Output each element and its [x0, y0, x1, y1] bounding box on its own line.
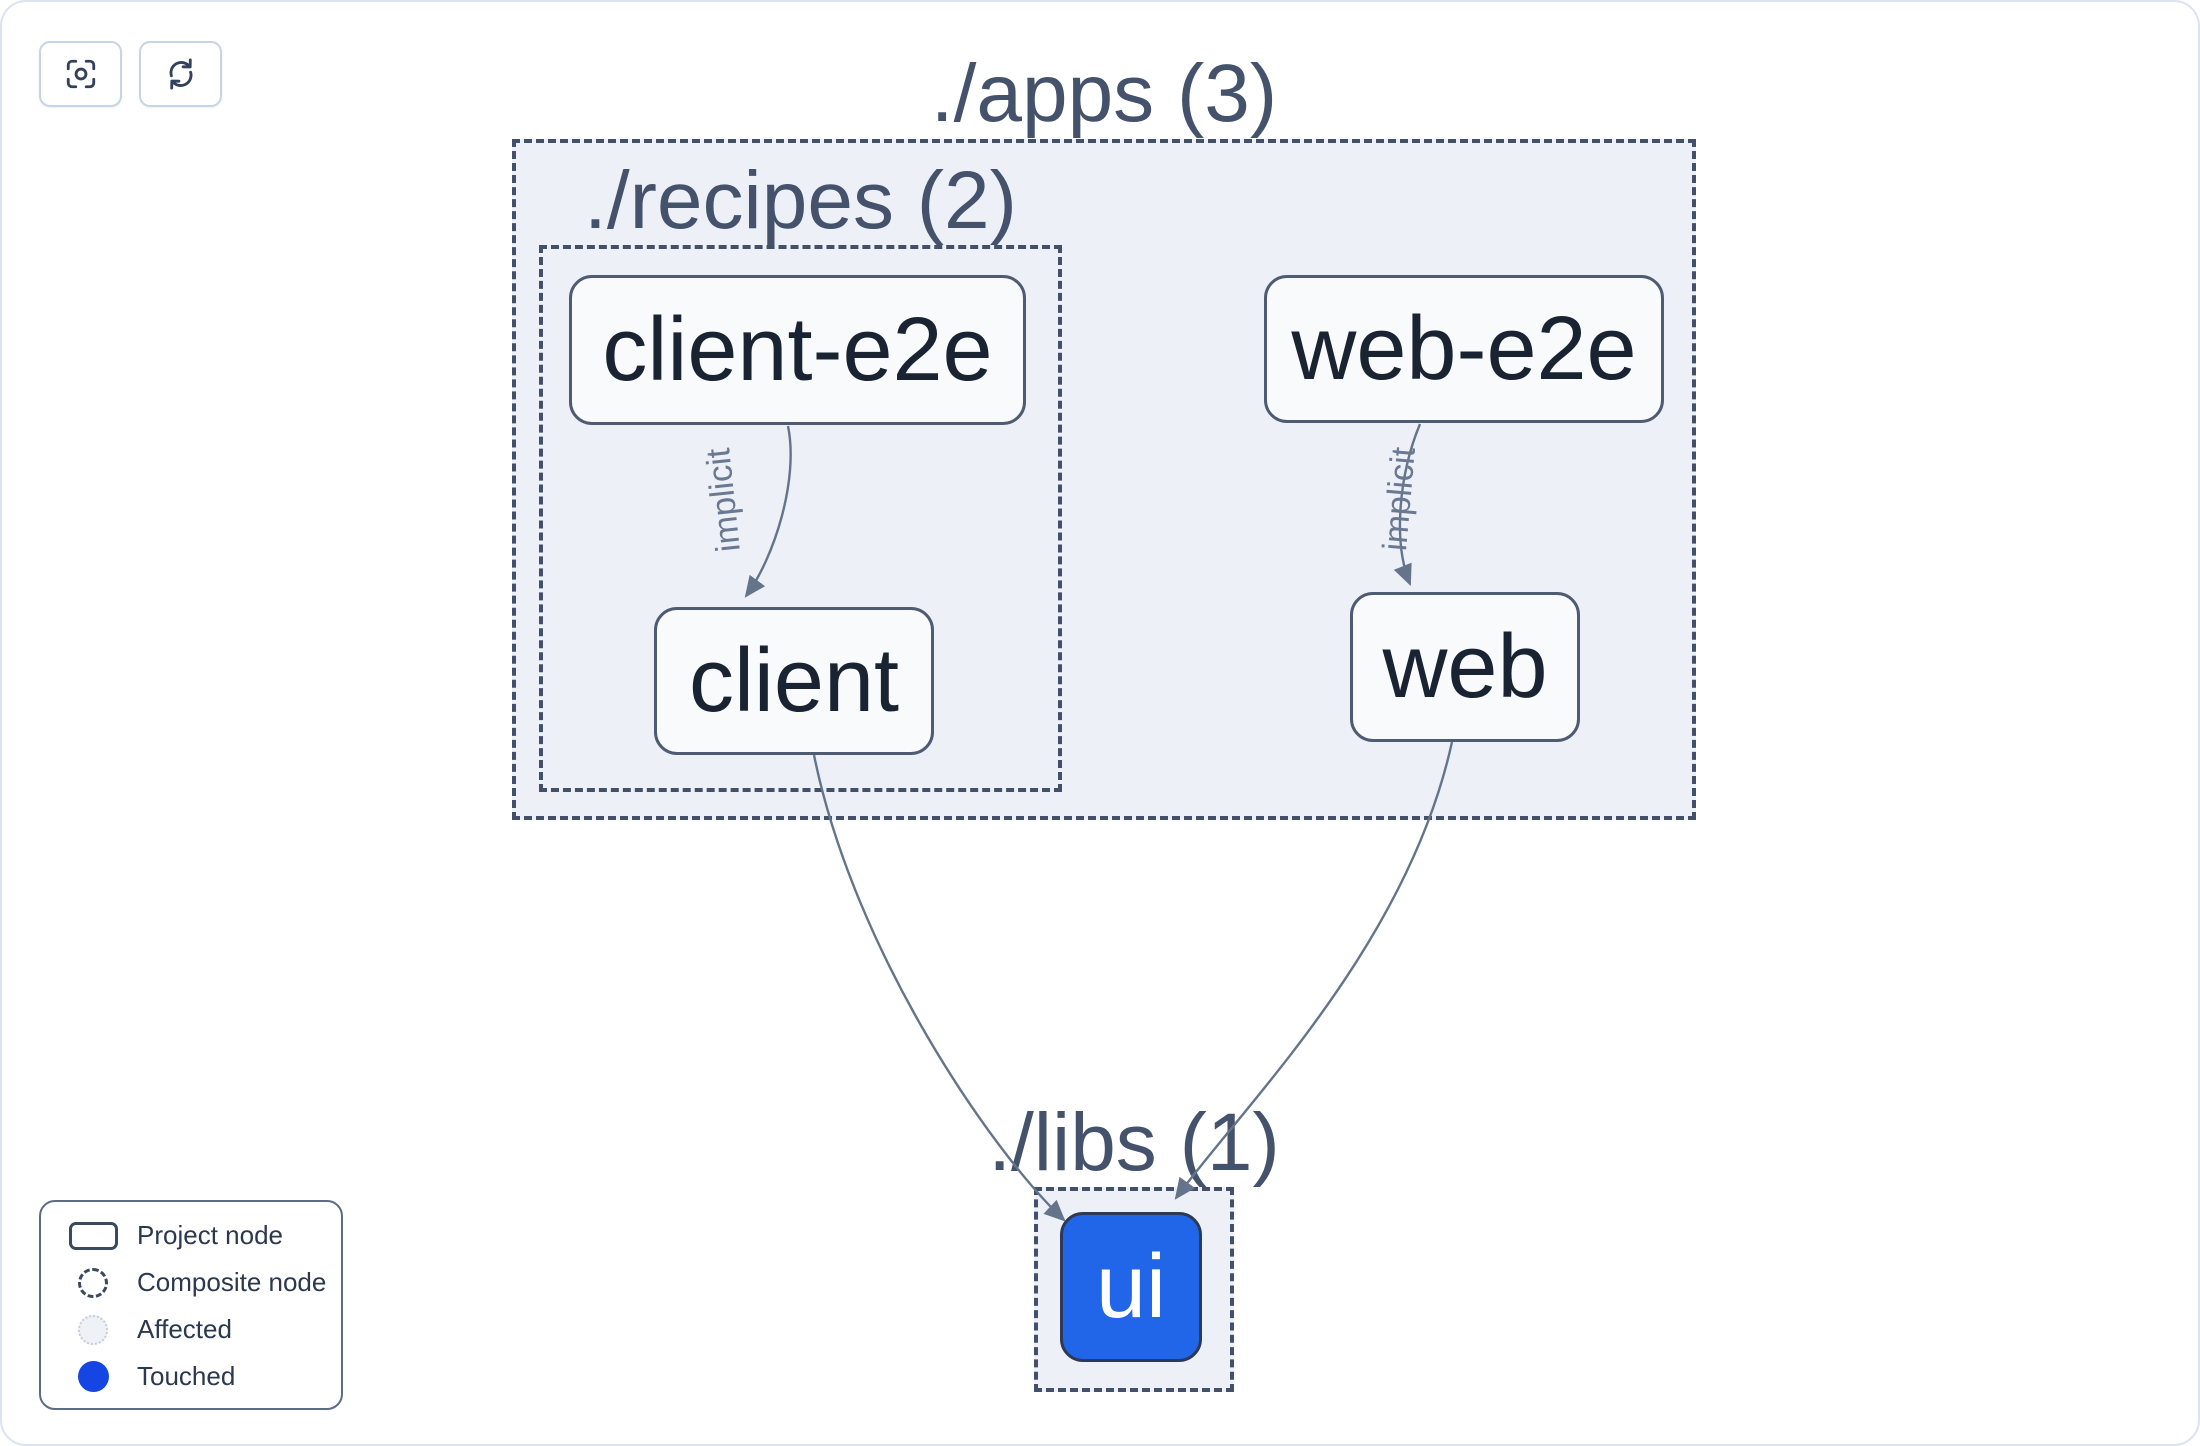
refresh-graph-button[interactable]: [139, 41, 222, 107]
project-node-swatch: [67, 1221, 119, 1250]
legend-item-composite-node: Composite node: [41, 1259, 341, 1306]
legend: Project node Composite node Affected Tou…: [39, 1200, 343, 1410]
legend-label: Composite node: [137, 1267, 327, 1297]
node-web[interactable]: web: [1350, 592, 1580, 742]
group-label-libs: ./libs (1): [988, 1097, 1280, 1188]
node-client-e2e[interactable]: client-e2e: [569, 275, 1026, 425]
legend-label: Project node: [137, 1220, 283, 1250]
edge-web-to-ui[interactable]: [1174, 741, 1454, 1200]
focus-icon: [66, 59, 95, 89]
node-client[interactable]: client: [654, 607, 934, 755]
legend-item-affected: Affected: [41, 1306, 341, 1353]
legend-item-project-node: Project node: [41, 1212, 341, 1259]
focus-view-button[interactable]: [39, 41, 122, 107]
node-web-e2e[interactable]: web-e2e: [1264, 275, 1664, 423]
group-label-recipes: ./recipes (2): [584, 155, 1017, 246]
refresh-icon: [169, 58, 192, 90]
legend-label: Affected: [137, 1314, 232, 1344]
node-ui[interactable]: ui: [1060, 1212, 1202, 1362]
affected-swatch: [67, 1314, 119, 1345]
graph-toolbar: [39, 41, 222, 107]
edge-client-e2e-to-client[interactable]: [744, 425, 792, 598]
legend-label: Touched: [137, 1361, 236, 1391]
legend-item-touched: Touched: [41, 1353, 341, 1400]
composite-node-swatch: [67, 1267, 119, 1298]
group-label-apps: ./apps (3): [930, 48, 1278, 139]
touched-swatch: [67, 1361, 119, 1392]
edge-client-to-ui[interactable]: [812, 754, 1066, 1222]
edge-web-e2e-to-web[interactable]: [1393, 423, 1422, 586]
